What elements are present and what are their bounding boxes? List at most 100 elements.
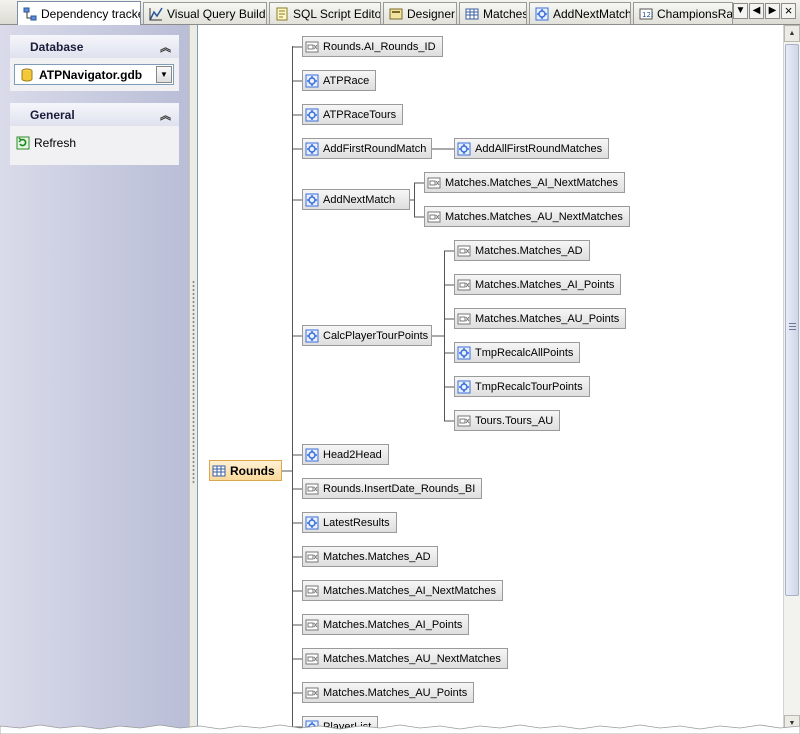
scroll-up-arrow-icon[interactable]: ▲ [784, 25, 800, 42]
chevron-down-icon[interactable]: ▼ [156, 66, 172, 83]
tab-championsrac[interactable]: 123 ChampionsRac [633, 2, 733, 24]
node-label: TmpRecalcTourPoints [475, 380, 583, 393]
graph-node[interactable]: Matches.Matches_AU_Points [302, 682, 475, 703]
panel-splitter[interactable] [189, 25, 198, 734]
graph-node[interactable]: Matches.Matches_AI_NextMatches [424, 172, 626, 193]
node-label: AddFirstRoundMatch [323, 142, 427, 155]
node-label: LatestResults [323, 516, 390, 529]
node-label: Head2Head [323, 448, 382, 461]
table-icon [465, 8, 479, 19]
graph-node-root[interactable]: Rounds [209, 460, 282, 481]
node-label: Matches.Matches_AU_NextMatches [445, 210, 623, 223]
graph-node[interactable]: AddFirstRoundMatch [302, 138, 432, 159]
graph-node[interactable]: CalcPlayerTourPoints [302, 325, 432, 346]
scrollbar-grip-icon [789, 323, 796, 331]
trigger-icon [457, 279, 471, 290]
tab-sql-script-editor[interactable]: SQL Script Editor [269, 2, 381, 24]
connector-lines [282, 46, 454, 734]
dependency-tracker-icon [23, 7, 37, 20]
graph-node[interactable]: TmpRecalcAllPoints [454, 342, 581, 363]
graph-node[interactable]: Head2Head [302, 444, 389, 465]
tab-scroll-right-icon[interactable]: ▶ [765, 3, 780, 19]
trigger-icon [305, 687, 319, 698]
general-section-header[interactable]: General ︽ [10, 103, 179, 126]
sql-script-icon [276, 7, 288, 20]
graph-node[interactable]: LatestResults [302, 512, 397, 533]
graph-node[interactable]: ATPRace [302, 70, 377, 91]
node-label: Rounds.InsertDate_Rounds_BI [323, 482, 476, 495]
tab-strip: Dependency tracker Visual Query Builder … [0, 0, 800, 25]
torn-edge [0, 724, 800, 734]
trigger-icon [457, 245, 471, 256]
graph-node[interactable]: Matches.Matches_AD [454, 240, 590, 261]
dropdown-arrow-icon[interactable]: ▼ [733, 3, 748, 19]
database-icon [21, 68, 33, 81]
procedure-icon [305, 448, 319, 461]
procedure-icon [305, 329, 319, 342]
splitter-grip-icon[interactable] [192, 280, 195, 485]
procedure-icon [305, 74, 319, 87]
vertical-scrollbar[interactable]: ▲ ▼ [783, 25, 800, 734]
graph-node[interactable]: AddNextMatch [302, 189, 410, 210]
procedure-icon [457, 142, 471, 155]
graph-node[interactable]: Matches.Matches_AU_NextMatches [302, 648, 508, 669]
procedure-icon [457, 380, 471, 393]
general-section-title: General [30, 108, 75, 122]
tab-label: Dependency tracker [41, 6, 141, 21]
tab-matches[interactable]: Matches [459, 2, 527, 24]
graph-node[interactable]: Rounds.AI_Rounds_ID [302, 36, 443, 57]
graph-node[interactable]: Matches.Matches_AD [302, 546, 438, 567]
database-section-header[interactable]: Database ︽ [10, 35, 179, 58]
graph-node[interactable]: ATPRaceTours [302, 104, 404, 125]
tab-addnextmatch[interactable]: AddNextMatch [529, 2, 631, 24]
node-label: ATPRace [323, 74, 370, 87]
scrollbar-thumb[interactable] [785, 44, 799, 596]
refresh-label: Refresh [34, 136, 77, 150]
tab-visual-query-builder[interactable]: Visual Query Builder [143, 2, 267, 24]
general-section-body: Refresh [10, 126, 179, 165]
trigger-icon [305, 551, 319, 562]
node-label: Matches.Matches_AU_NextMatches [323, 652, 501, 665]
graph-node[interactable]: Matches.Matches_AU_Points [454, 308, 627, 329]
dependency-graph-canvas: Rounds Rounds.AI_Rounds_ID ATPRace ATPRa… [198, 25, 783, 734]
trigger-icon [305, 653, 319, 664]
tab-designer[interactable]: Designer [383, 2, 457, 24]
refresh-icon [16, 136, 30, 150]
trigger-icon [457, 313, 471, 324]
procedure-icon [457, 346, 471, 359]
collapse-icon[interactable]: ︽ [160, 110, 171, 122]
tab-label: Designer [407, 6, 456, 21]
node-label: Matches.Matches_AI_Points [475, 278, 615, 291]
trigger-icon [457, 415, 471, 426]
node-label: ATPRaceTours [323, 108, 397, 121]
node-label: Matches.Matches_AU_Points [323, 686, 468, 699]
refresh-link[interactable]: Refresh [16, 136, 76, 150]
tab-dependency-tracker[interactable]: Dependency tracker [17, 1, 141, 25]
procedure-icon [305, 142, 319, 155]
procedure-icon [305, 108, 319, 121]
node-label: Rounds.AI_Rounds_ID [323, 40, 436, 53]
graph-node[interactable]: Tours.Tours_AU [454, 410, 561, 431]
graph-node[interactable]: AddAllFirstRoundMatches [454, 138, 610, 159]
trigger-icon [305, 585, 319, 596]
table-icon [212, 465, 226, 476]
procedure-icon [305, 516, 319, 529]
left-panel: Database ︽ ATPNavigator.gdb ▼ General ︽ … [0, 25, 189, 734]
designer-icon [389, 8, 403, 19]
database-select[interactable]: ATPNavigator.gdb ▼ [14, 64, 174, 85]
trigger-icon [427, 177, 441, 188]
tab-label: SQL Script Editor [293, 6, 381, 21]
trigger-icon [305, 619, 319, 630]
graph-node[interactable]: Matches.Matches_AI_NextMatches [302, 580, 504, 601]
close-icon[interactable]: × [781, 3, 796, 19]
view-icon: 123 [639, 8, 653, 19]
graph-node[interactable]: Matches.Matches_AI_Points [302, 614, 470, 635]
node-label: Tours.Tours_AU [475, 414, 554, 427]
graph-node[interactable]: Matches.Matches_AU_NextMatches [424, 206, 630, 227]
tab-scroll-left-icon[interactable]: ◀ [749, 3, 764, 19]
collapse-icon[interactable]: ︽ [160, 42, 171, 54]
tab-label: Visual Query Builder [167, 6, 267, 21]
graph-node[interactable]: Rounds.InsertDate_Rounds_BI [302, 478, 483, 499]
graph-node[interactable]: Matches.Matches_AI_Points [454, 274, 622, 295]
graph-node[interactable]: TmpRecalcTourPoints [454, 376, 590, 397]
